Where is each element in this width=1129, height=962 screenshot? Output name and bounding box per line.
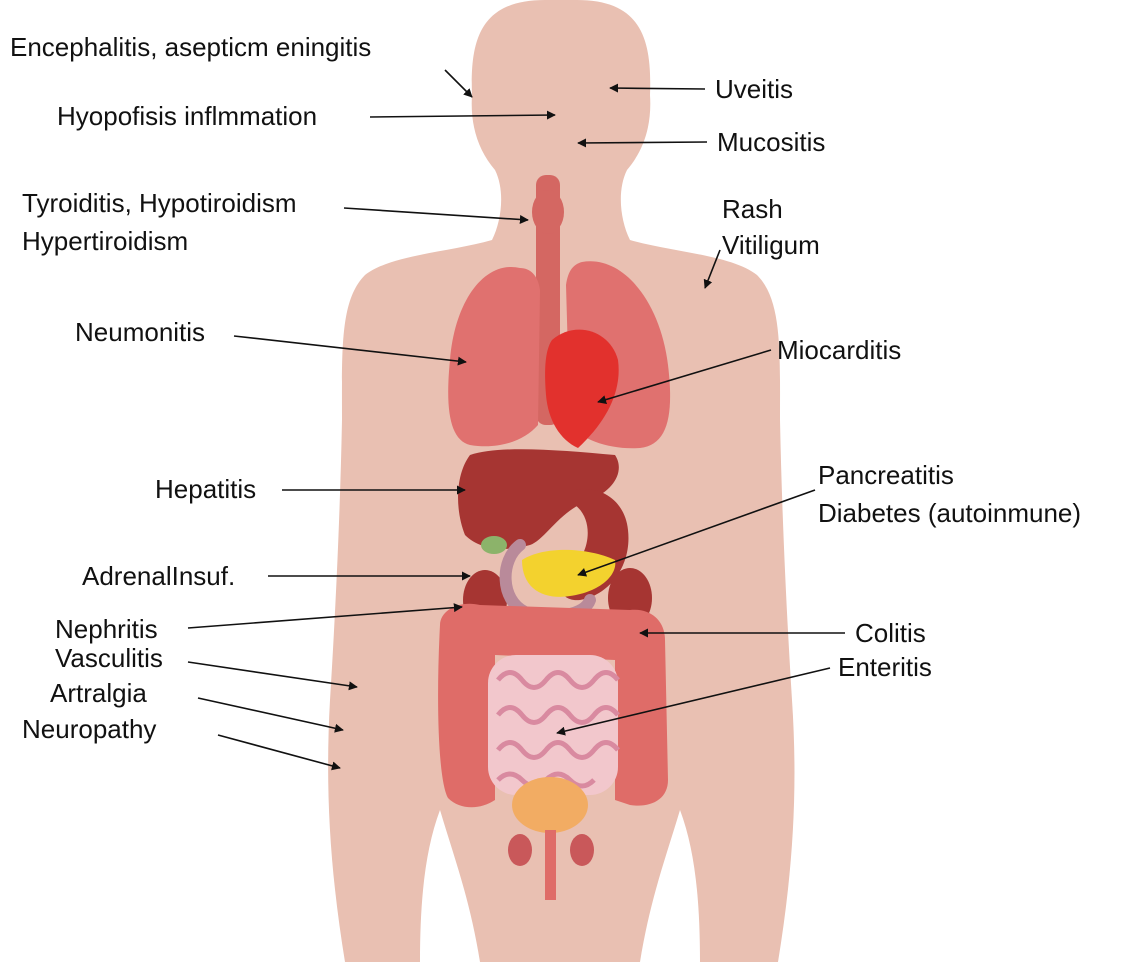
label-thyroiditis-line1: Tyroiditis, Hypotiroidism	[22, 188, 297, 218]
arrow-uveitis	[610, 88, 705, 89]
label-uveitis: Uveitis	[715, 74, 793, 104]
label-neuropathy: Neuropathy	[22, 714, 156, 744]
label-encephalitis: Encephalitis, asepticm eningitis	[10, 32, 371, 62]
label-vasculitis: Vasculitis	[55, 643, 163, 673]
label-enteritis: Enteritis	[838, 652, 932, 682]
thyroid	[532, 190, 564, 234]
label-thyroiditis-line2: Hypertiroidism	[22, 226, 188, 256]
arrow-encephalitis	[445, 70, 472, 97]
label-arthralgia: Artralgia	[50, 678, 147, 708]
label-nephritis: Nephritis	[55, 614, 158, 644]
label-adrenal: AdrenalInsuf.	[82, 561, 235, 591]
label-myocarditis: Miocarditis	[777, 335, 901, 365]
label-rash-line1: Rash	[722, 194, 783, 224]
label-hypophysis: Hyopofisis inflmmation	[57, 101, 317, 131]
urethra	[545, 830, 556, 900]
arrow-arthralgia	[198, 698, 343, 730]
right-testis	[570, 834, 594, 866]
left-testis	[508, 834, 532, 866]
gallbladder	[481, 536, 507, 554]
label-mucositis: Mucositis	[717, 127, 825, 157]
arrow-mucositis	[578, 142, 707, 143]
label-pancreatitis-line2: Diabetes (autoinmune)	[818, 498, 1081, 528]
bladder	[512, 777, 588, 833]
label-rash-line2: Vitiligum	[722, 230, 820, 260]
label-hepatitis: Hepatitis	[155, 474, 256, 504]
label-colitis: Colitis	[855, 618, 926, 648]
label-pneumonitis: Neumonitis	[75, 317, 205, 347]
arrow-neuropathy	[218, 735, 340, 768]
label-pancreatitis-line1: Pancreatitis	[818, 460, 954, 490]
